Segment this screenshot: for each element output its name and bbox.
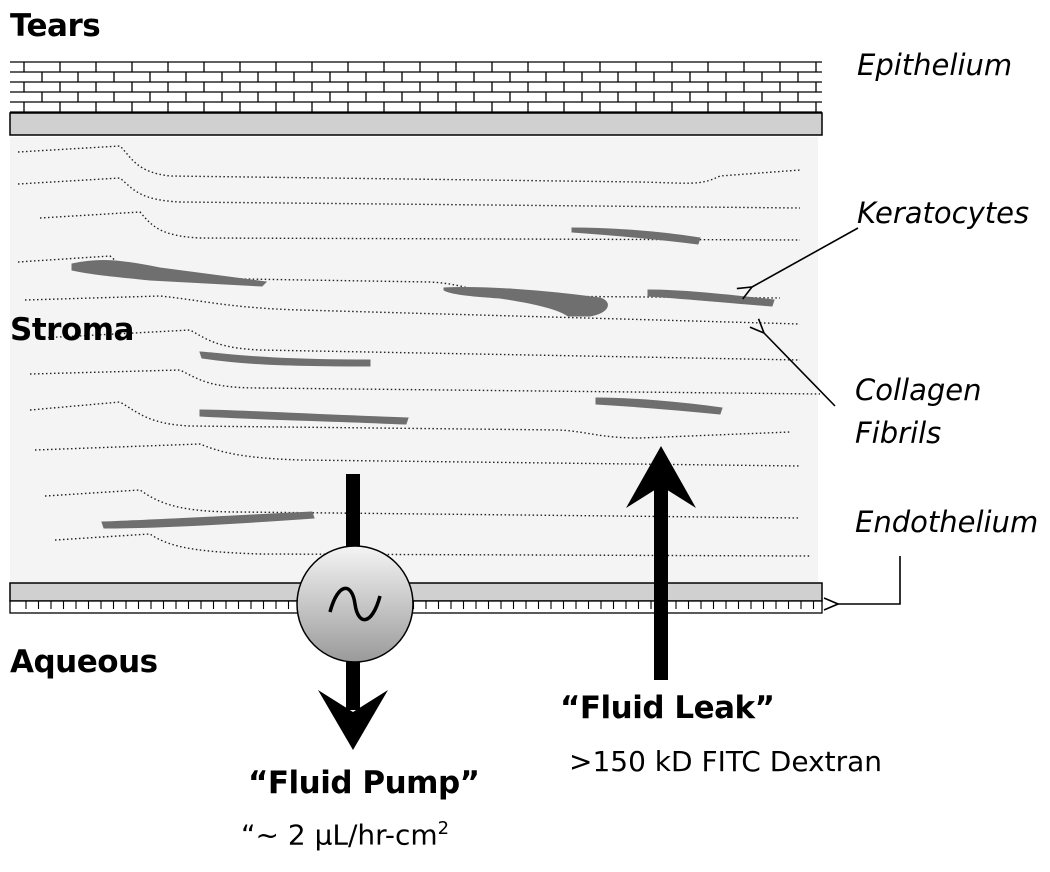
collagen-fibrils	[17, 145, 821, 557]
keratocyte-cell	[443, 286, 608, 317]
keratocyte-cell	[199, 409, 409, 425]
collagen-fibril	[39, 211, 801, 241]
keratocyte-cell	[647, 289, 775, 307]
fluid-leak-label: “Fluid Leak”	[560, 690, 775, 726]
keratocyte-cell	[101, 511, 315, 529]
endothelium-cell-row	[9, 600, 823, 614]
keratocytes-pointer	[752, 227, 859, 287]
collagen-pointer	[764, 333, 836, 407]
fluid-pump-label: “Fluid Pump”	[248, 765, 480, 801]
collagen-fibril	[54, 533, 811, 557]
keratocytes-label: Keratocytes	[857, 196, 1030, 230]
keratocyte-cell	[571, 227, 701, 245]
collagen-label-line2: Fibrils	[855, 416, 942, 450]
keratocyte-cell	[595, 397, 723, 415]
sine-wave-pump-icon	[296, 545, 414, 663]
aqueous-label: Aqueous	[10, 644, 158, 680]
tears-label: Tears	[10, 8, 101, 44]
endothelium-layer	[9, 600, 823, 614]
pump-rate-label: “~ 2 μL/hr-cm2	[241, 818, 449, 851]
collagen-fibril	[29, 401, 791, 439]
collagen-fibril	[24, 295, 801, 325]
epithelium-layer	[10, 61, 822, 113]
bowman-membrane	[9, 112, 823, 136]
collagen-fibril	[29, 369, 821, 395]
collagen-fibril	[34, 443, 801, 467]
leak-detail-label: >150 kD FITC Dextran	[569, 745, 883, 778]
epithelium-label: Epithelium	[857, 48, 1013, 82]
fluid-leak-arrow	[626, 446, 696, 680]
keratocyte-cell	[71, 260, 268, 287]
keratocytes	[71, 227, 775, 529]
descemet-membrane	[9, 582, 823, 602]
pump-rate-text: “~ 2 μL/hr-cm	[241, 818, 438, 852]
stroma-region	[10, 137, 818, 582]
endothelium-pointer	[838, 556, 901, 604]
collagen-label-line1: Collagen	[855, 373, 982, 407]
keratocyte-cell	[199, 351, 371, 367]
endothelium-label: Endothelium	[855, 505, 1039, 539]
pump-rate-superscript: 2	[437, 818, 450, 839]
stroma-label: Stroma	[10, 312, 134, 348]
collagen-fibril	[17, 145, 801, 184]
